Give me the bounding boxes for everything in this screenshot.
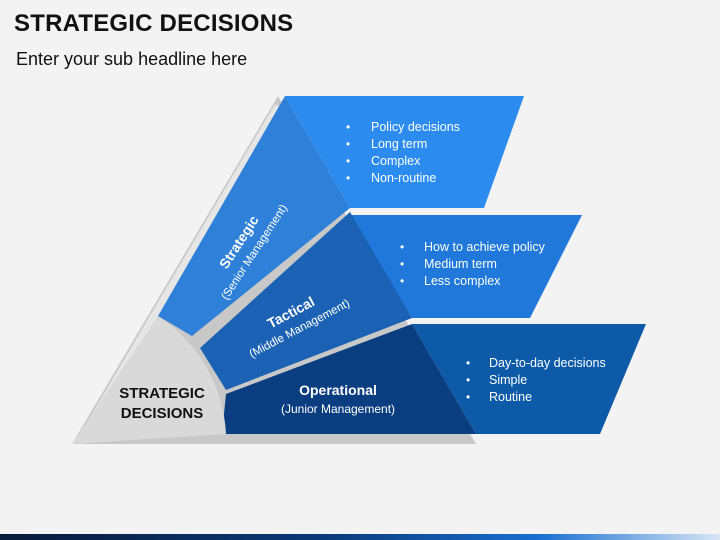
strategic-bullet: Complex — [371, 154, 421, 168]
operational-bullet: Simple — [489, 373, 527, 387]
bullet-dot: • — [346, 171, 350, 185]
pyramid-light-face — [76, 104, 282, 441]
operational-bullet: Routine — [489, 390, 532, 404]
bullet-dot: • — [466, 356, 470, 370]
bullet-dot: • — [400, 274, 404, 288]
strategic-bullet: Policy decisions — [371, 120, 460, 134]
tactical-panel — [350, 215, 582, 318]
strategic-bullet: Non-routine — [371, 171, 436, 185]
tactical-bullet: Less complex — [424, 274, 501, 288]
core-label-line2: DECISIONS — [121, 405, 204, 422]
operational-band-level: (Junior Management) — [281, 402, 395, 416]
tactical-band — [200, 212, 412, 390]
core-label-line1: STRATEGIC — [119, 385, 205, 402]
strategic-bullet: Long term — [371, 137, 427, 151]
bullet-dot: • — [466, 373, 470, 387]
operational-bullet: Day-to-day decisions — [489, 356, 606, 370]
bullet-dot: • — [400, 240, 404, 254]
tactical-bullet: Medium term — [424, 257, 497, 271]
strategic-bullet-list: • Policy decisions • Long term • Complex… — [346, 120, 460, 185]
page-subtitle: Enter your sub headline here — [16, 49, 248, 69]
bullet-dot: • — [346, 154, 350, 168]
operational-panel — [412, 324, 646, 434]
strategic-panel — [285, 96, 524, 208]
bullet-dot: • — [346, 120, 350, 134]
tactical-bullet: How to achieve policy — [424, 240, 546, 254]
page-title: STRATEGIC DECISIONS — [14, 10, 294, 37]
core-segment — [72, 316, 226, 444]
bullet-dot: • — [400, 257, 404, 271]
operational-band — [222, 324, 476, 434]
tactical-bullet-list: • How to achieve policy • Medium term • … — [400, 240, 546, 288]
strategic-band — [158, 96, 350, 336]
bullet-dot: • — [346, 137, 350, 151]
footer-stripe — [0, 534, 720, 540]
operational-bullet-list: • Day-to-day decisions • Simple • Routin… — [466, 356, 606, 404]
bullet-dot: • — [466, 390, 470, 404]
operational-band-name: Operational — [299, 382, 377, 398]
